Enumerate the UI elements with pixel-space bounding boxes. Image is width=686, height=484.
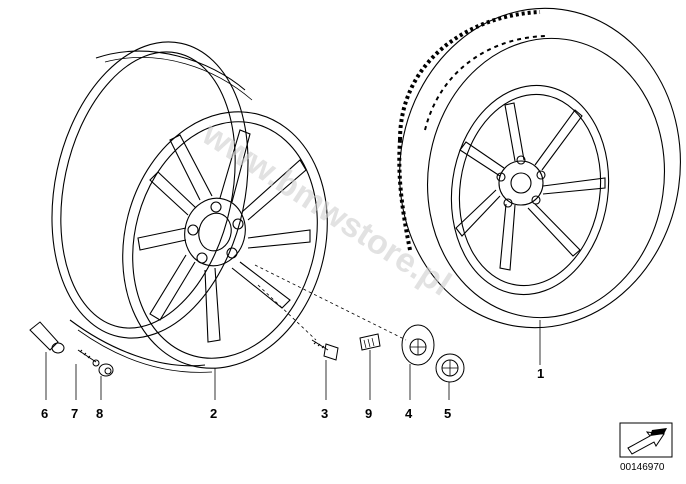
- callout-2: 2: [210, 406, 217, 421]
- wheel-bolt-part-3: [311, 339, 339, 361]
- leader-lines: [45, 264, 541, 400]
- callout-8: 8: [96, 406, 103, 421]
- callout-5: 5: [444, 406, 451, 421]
- arrow-icon[interactable]: [619, 422, 673, 458]
- document-id: 00146970: [620, 462, 665, 473]
- balance-weight-part-9: [359, 333, 381, 351]
- valve-cap-part-8: [98, 363, 114, 377]
- callout-6: 6: [41, 406, 48, 421]
- callout-labels: 6 7 8 2 3 9 4 5 1: [41, 366, 544, 421]
- rim-illustration: [51, 41, 328, 373]
- callout-4: 4: [405, 406, 413, 421]
- watermark: www.bmwstore.pl: [195, 114, 458, 303]
- hub-cap-assembly-part-4: [401, 324, 435, 366]
- callout-1: 1: [537, 366, 544, 381]
- callout-3: 3: [321, 406, 328, 421]
- hub-cap-emblem-part-5: [435, 353, 465, 383]
- valve-stem-part-6: [29, 321, 65, 354]
- callout-7: 7: [71, 406, 78, 421]
- valve-core-part-7: [77, 349, 100, 367]
- wheel-and-tire-illustration: [397, 7, 681, 329]
- callout-9: 9: [365, 406, 372, 421]
